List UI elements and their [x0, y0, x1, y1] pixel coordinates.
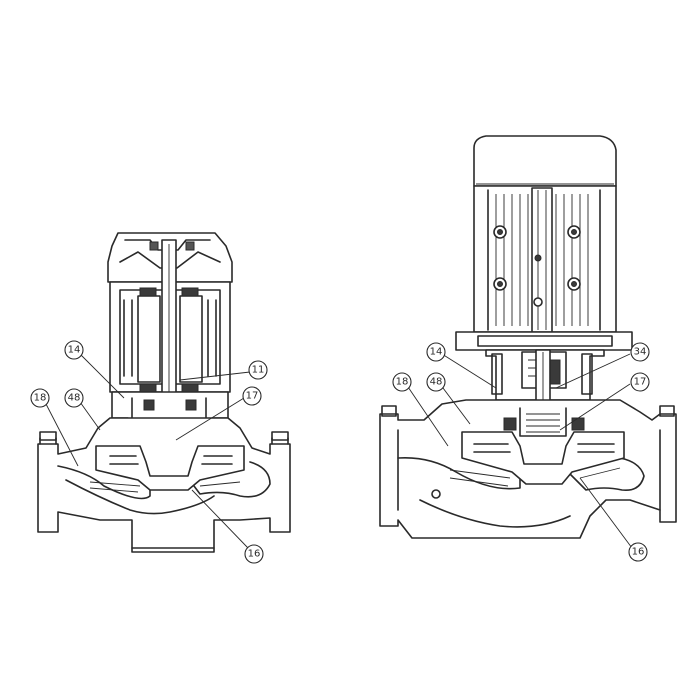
- callout-right-48: 48: [426, 372, 446, 392]
- svg-text:16: 16: [248, 549, 261, 560]
- svg-text:14: 14: [430, 347, 443, 358]
- callout-left-48: 48: [64, 388, 84, 408]
- svg-text:17: 17: [634, 377, 647, 388]
- callout-right-17: 17: [630, 372, 650, 392]
- right-pump: [379, 135, 677, 539]
- callout-right-14: 14: [426, 342, 446, 362]
- svg-text:48: 48: [68, 393, 81, 404]
- svg-text:18: 18: [34, 393, 47, 404]
- svg-text:34: 34: [634, 347, 647, 358]
- callout-right-18: 18: [392, 372, 412, 392]
- left-leaders: [45, 353, 251, 549]
- callout-right-16: 16: [628, 542, 648, 562]
- svg-text:11: 11: [252, 365, 265, 376]
- callout-left-18: 18: [30, 388, 50, 408]
- right-leaders: [405, 353, 633, 549]
- svg-text:17: 17: [246, 391, 259, 402]
- callout-left-14: 14: [64, 340, 84, 360]
- svg-text:18: 18: [396, 377, 409, 388]
- svg-text:14: 14: [68, 345, 81, 356]
- callout-left-16: 16: [244, 544, 264, 564]
- svg-text:48: 48: [430, 377, 443, 388]
- callout-left-17: 17: [242, 386, 262, 406]
- left-pump: [37, 232, 291, 553]
- svg-text:16: 16: [632, 547, 645, 558]
- callout-left-11: 11: [248, 360, 268, 380]
- callout-right-34: 34: [630, 342, 650, 362]
